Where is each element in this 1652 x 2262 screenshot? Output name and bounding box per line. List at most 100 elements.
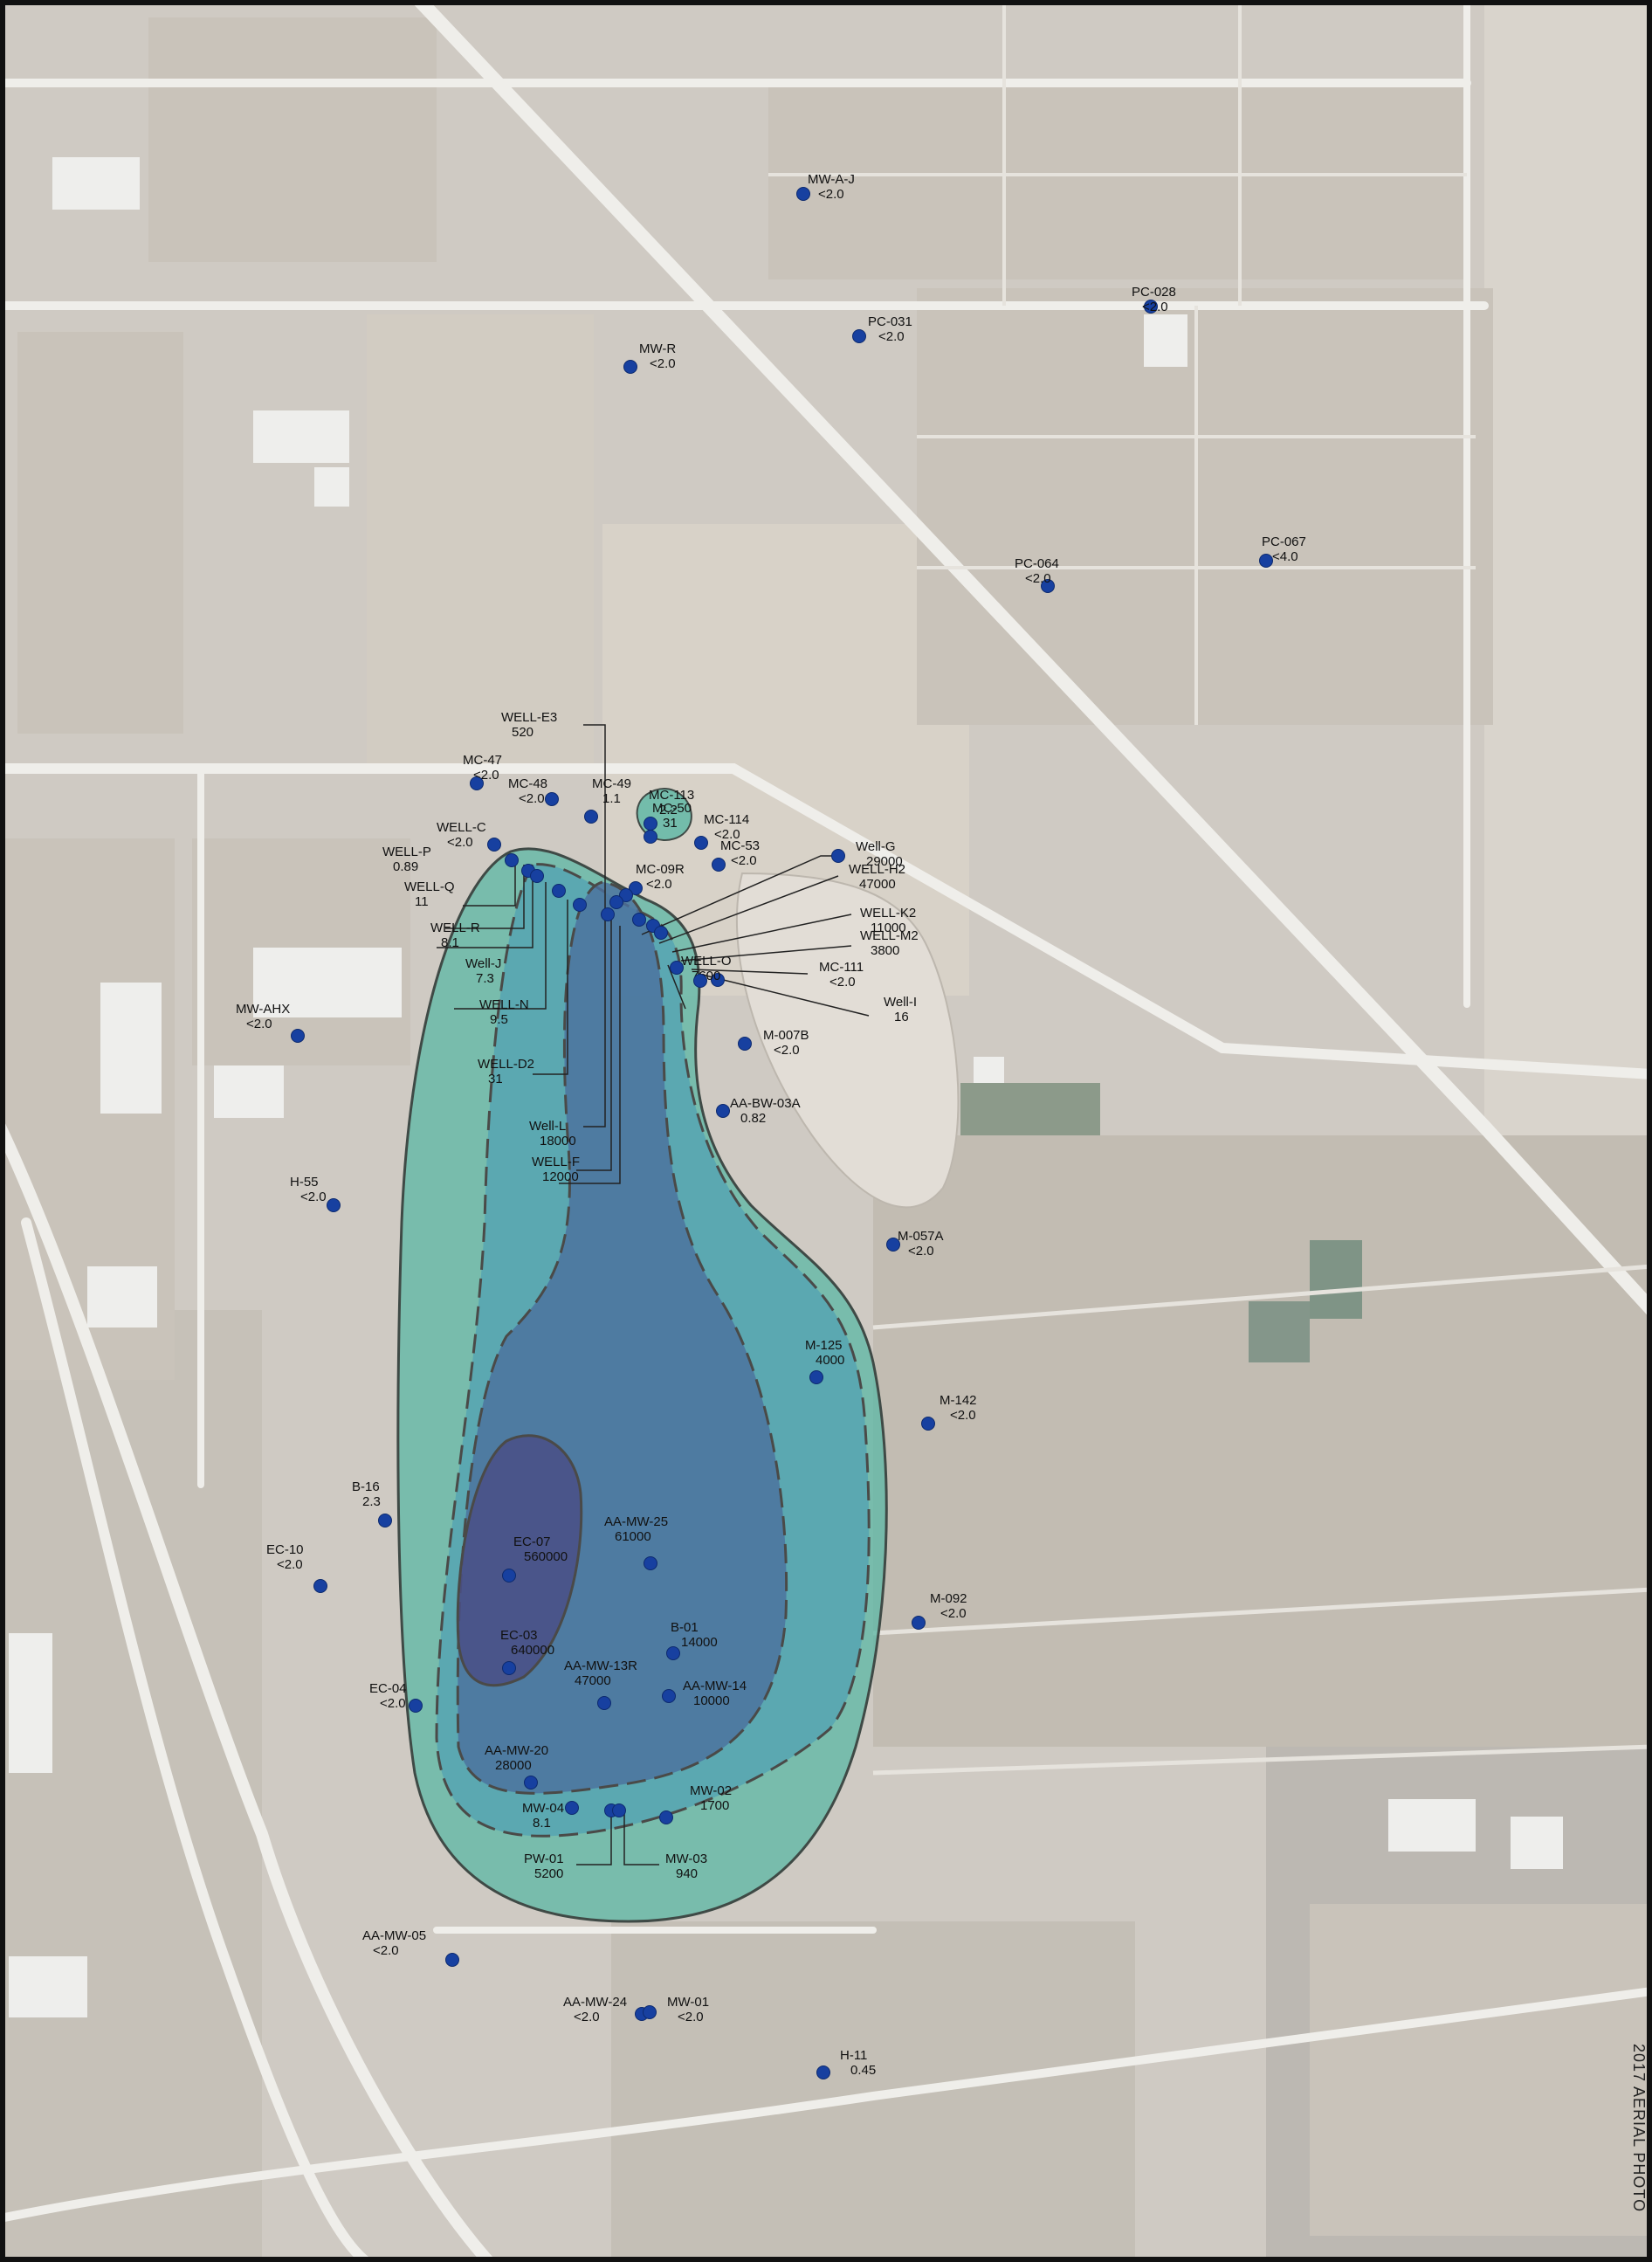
well-dot[interactable]	[378, 1514, 392, 1528]
well-dot[interactable]	[644, 817, 657, 831]
well-h-55[interactable]: H-55<2.0	[290, 1175, 341, 1212]
well-dot[interactable]	[313, 1579, 327, 1593]
well-mw-04[interactable]: MW-048.1	[522, 1801, 579, 1831]
well-dot[interactable]	[662, 1689, 676, 1703]
well-dot[interactable]	[852, 329, 866, 343]
well-m-007b[interactable]: M-007B<2.0	[738, 1028, 809, 1058]
well-mc-48[interactable]: MC-48<2.0	[508, 776, 559, 806]
well-dot[interactable]	[694, 836, 708, 850]
well-m-057a[interactable]: M-057A<2.0	[886, 1229, 944, 1259]
well-dot[interactable]	[552, 884, 566, 898]
well-ec-04[interactable]: EC-04<2.0	[369, 1681, 423, 1713]
well-dot[interactable]	[619, 888, 633, 902]
well-well-j[interactable]: Well-J7.3	[465, 884, 566, 987]
well-mw-r[interactable]: MW-R<2.0	[623, 341, 677, 374]
well-dot[interactable]	[530, 869, 544, 883]
well-dot[interactable]	[809, 1370, 823, 1384]
well-dot[interactable]	[502, 1569, 516, 1583]
well-dot[interactable]	[644, 1556, 657, 1570]
well-dot[interactable]	[445, 1953, 459, 1967]
well-dot[interactable]	[573, 898, 587, 912]
well-dot[interactable]	[816, 2065, 830, 2079]
well-dot[interactable]	[505, 853, 519, 867]
well-well-p[interactable]: WELL-P0.89	[382, 845, 519, 874]
well-dot[interactable]	[693, 974, 707, 988]
well-pc-031[interactable]: PC-031<2.0	[852, 314, 912, 344]
well-dot[interactable]	[1041, 579, 1055, 593]
well-dot[interactable]	[912, 1616, 926, 1630]
well-dot[interactable]	[609, 895, 623, 909]
well-mc-09r[interactable]: MC-09R<2.0	[629, 862, 685, 895]
well-mc-47[interactable]: MC-47<2.0	[463, 753, 502, 790]
well-mc-49[interactable]: MC-491.1	[584, 776, 632, 824]
well-dot[interactable]	[629, 881, 643, 895]
well-dot[interactable]	[666, 1646, 680, 1660]
well-well-q[interactable]: WELL-Q11	[404, 864, 535, 910]
well-mw-ahx[interactable]: MW-AHX<2.0	[236, 1002, 305, 1043]
well-m-092[interactable]: M-092<2.0	[912, 1591, 967, 1630]
well-mc-111[interactable]: MC-111<2.0	[711, 960, 864, 990]
well-dot[interactable]	[502, 1661, 516, 1675]
well-dot[interactable]	[886, 1238, 900, 1252]
well-well-c[interactable]: WELL-C<2.0	[437, 820, 501, 852]
well-dot[interactable]	[1259, 554, 1273, 568]
well-dot[interactable]	[716, 1104, 730, 1118]
well-well-i[interactable]: Well-I16	[693, 974, 918, 1025]
well-dot[interactable]	[623, 360, 637, 374]
well-aa-mw-05[interactable]: AA-MW-05<2.0	[362, 1928, 459, 1967]
well-dot[interactable]	[644, 830, 657, 844]
well-mw-01[interactable]: MW-01<2.0	[643, 1995, 710, 2024]
well-dot[interactable]	[632, 913, 646, 927]
well-dot[interactable]	[601, 907, 615, 921]
well-dot[interactable]	[565, 1801, 579, 1815]
well-dot[interactable]	[921, 1417, 935, 1431]
well-dot[interactable]	[712, 858, 726, 872]
well-dot[interactable]	[470, 776, 484, 790]
well-ec-10[interactable]: EC-10<2.0	[266, 1542, 327, 1593]
well-dot[interactable]	[487, 838, 501, 852]
well-dot[interactable]	[659, 1810, 673, 1824]
well-dot[interactable]	[670, 961, 684, 975]
well-well-n[interactable]: WELL-N9.5	[479, 898, 587, 1028]
well-dot[interactable]	[584, 810, 598, 824]
well-pc-064[interactable]: PC-064<2.0	[1015, 556, 1059, 593]
well-h-11[interactable]: H-110.45	[816, 2048, 877, 2079]
well-dot[interactable]	[291, 1029, 305, 1043]
well-dot[interactable]	[831, 849, 845, 863]
well-dot[interactable]	[524, 1776, 538, 1790]
well-dot[interactable]	[545, 792, 559, 806]
well-pc-067[interactable]: PC-067<4.0	[1259, 534, 1306, 568]
well-pc-028[interactable]: PC-028<2.0	[1132, 285, 1176, 314]
well-mc-53[interactable]: MC-53<2.0	[712, 838, 761, 872]
well-dot[interactable]	[796, 187, 810, 201]
well-dot[interactable]	[612, 1803, 626, 1817]
well-dot[interactable]	[643, 2005, 657, 2019]
well-dot[interactable]	[597, 1696, 611, 1710]
well-m-142[interactable]: M-142<2.0	[921, 1393, 977, 1431]
well-dot[interactable]	[409, 1699, 423, 1713]
well-dot[interactable]	[654, 926, 668, 940]
well-well-r[interactable]: WELL-R8.1	[430, 869, 544, 951]
well-dot[interactable]	[1144, 300, 1158, 314]
well-mw-a-j[interactable]: MW-A-J<2.0	[796, 172, 855, 202]
well-dot[interactable]	[711, 973, 725, 987]
